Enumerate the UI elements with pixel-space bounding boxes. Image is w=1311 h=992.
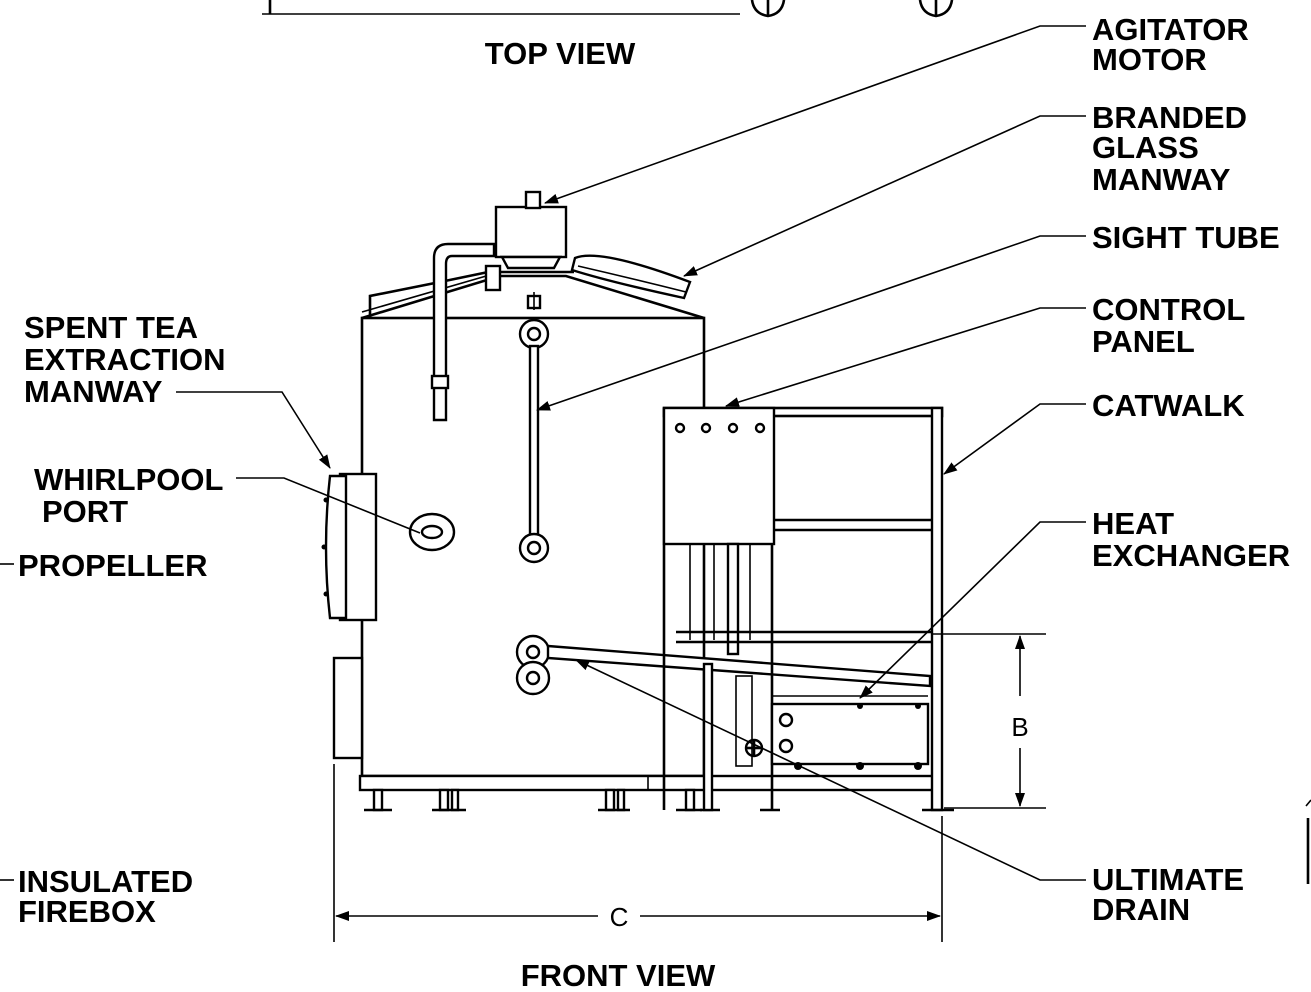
- leader-lines: [0, 25, 1086, 881]
- front-view-title: FRONT VIEW: [521, 958, 716, 992]
- callout-sight-tube: SIGHT TUBE: [1092, 220, 1280, 255]
- vessel: [321, 190, 942, 812]
- callout-whirlpool-port: WHIRLPOOL PORT: [34, 462, 232, 529]
- callout-catwalk: CATWALK: [1092, 388, 1245, 423]
- callout-insulated-firebox: INSULATED FIREBOX: [18, 864, 202, 929]
- glass-manway: [570, 254, 692, 300]
- top-view-fragment: [262, 0, 954, 18]
- dimension-b-label: B: [1011, 712, 1028, 742]
- callout-ultimate-drain: ULTIMATE DRAIN: [1092, 862, 1253, 927]
- callout-branded-glass-manway: BRANDED GLASS MANWAY: [1092, 100, 1256, 197]
- heat-exchanger-box: [770, 702, 930, 766]
- dimension-c-label: C: [610, 902, 629, 932]
- catwalk-assembly: [662, 406, 954, 812]
- callout-agitator-motor: AGITATOR MOTOR: [1092, 12, 1257, 77]
- insulated-firebox: [332, 656, 364, 760]
- top-view-title: TOP VIEW: [485, 36, 636, 71]
- dimension-b: [932, 633, 1046, 809]
- agitator-motor-body: [494, 205, 568, 259]
- callout-control-panel: CONTROL PANEL: [1092, 292, 1253, 359]
- dimension-c: [333, 764, 943, 942]
- callout-heat-exchanger: HEAT EXCHANGER: [1092, 506, 1290, 573]
- sight-tube: [528, 344, 540, 538]
- adjacent-view-fragment: [1305, 799, 1311, 884]
- callout-spent-tea-extraction-manway: SPENT TEA EXTRACTION MANWAY: [24, 310, 234, 409]
- spent-tea-manway: [324, 474, 348, 620]
- callout-propeller: PROPELLER: [18, 548, 207, 583]
